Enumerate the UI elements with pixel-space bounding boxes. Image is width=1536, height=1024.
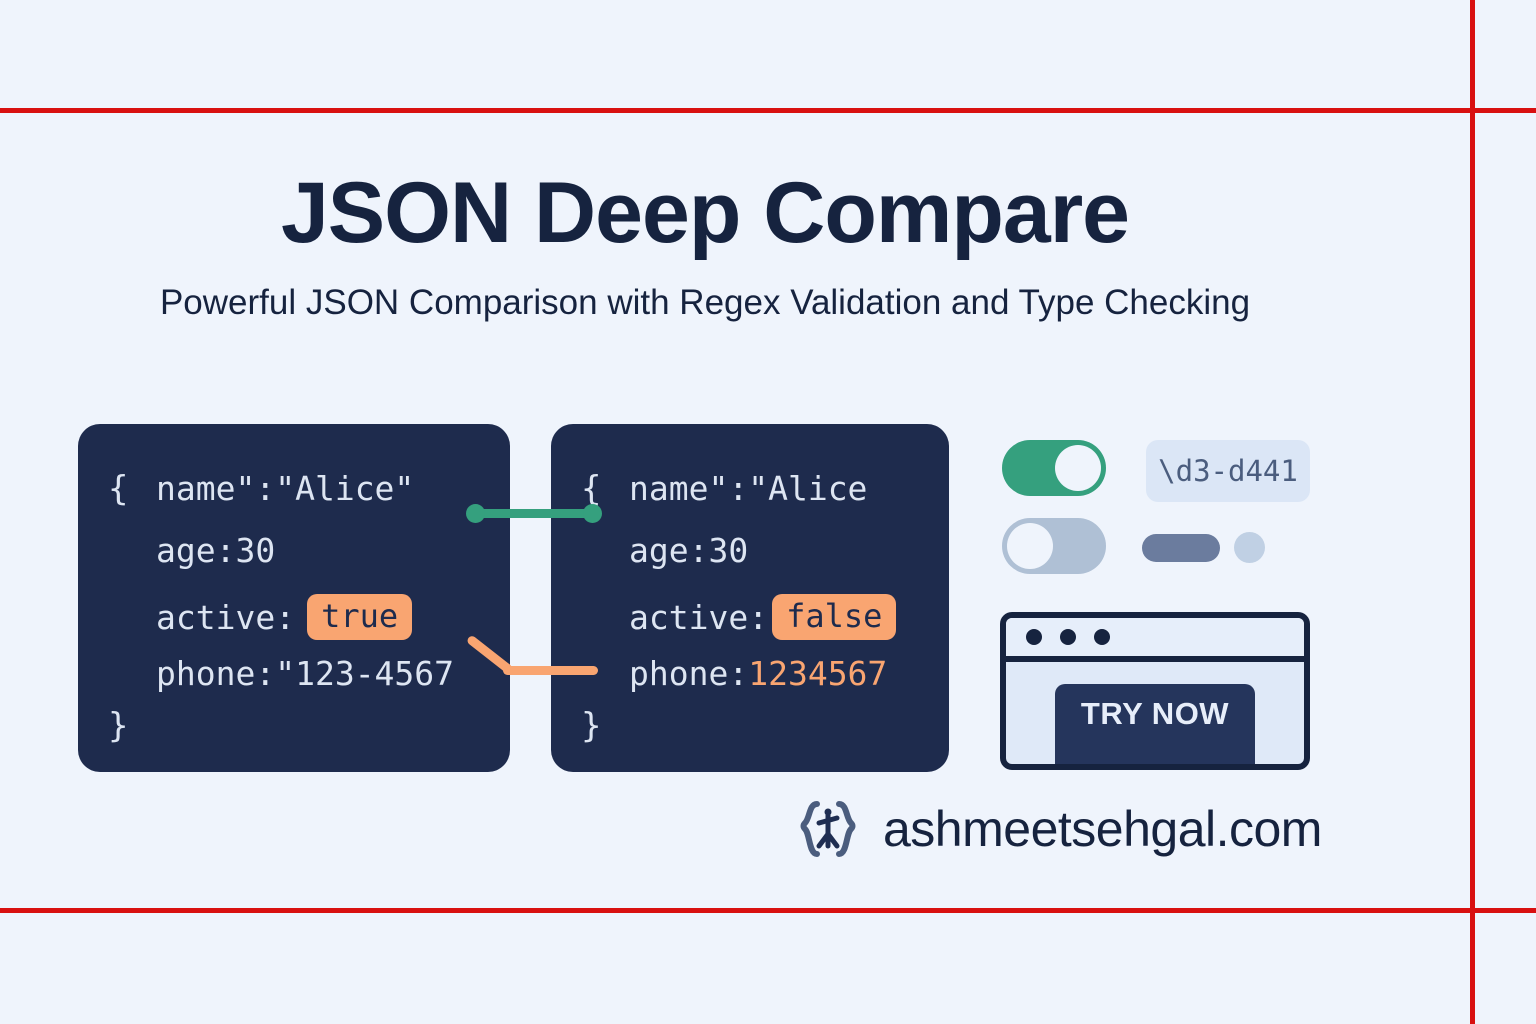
toggle-knob (1007, 523, 1053, 569)
json-value-age: 30 (235, 531, 276, 570)
browser-window-mockup: TRY NOW (1000, 612, 1310, 770)
json-key-name: name": (156, 469, 276, 508)
page-subtitle: Powerful JSON Comparison with Regex Vali… (159, 283, 1251, 322)
page-title: JSON Deep Compare (280, 165, 1130, 261)
toggle-knob (1055, 445, 1101, 491)
json-brace-open: { (108, 469, 129, 509)
json-row-active: active: false (629, 594, 897, 640)
browser-dot-icon (1026, 629, 1042, 645)
toggle-regex-validation[interactable] (1002, 440, 1106, 496)
json-value-phone: "123-4567 (275, 654, 455, 693)
json-key-name: name": (629, 469, 749, 508)
mismatch-connector-horizontal (503, 666, 598, 675)
json-value-active-badge: false (772, 594, 897, 640)
json-value-name: "Alice" (275, 469, 415, 508)
regex-pattern-badge: \d3-d441 (1146, 440, 1310, 502)
json-brace-close: } (108, 706, 129, 746)
json-key-age: age: (629, 531, 709, 570)
placeholder-pill (1142, 534, 1220, 562)
json-value-age: 30 (708, 531, 749, 570)
json-row-phone: phone: 1234567 (629, 657, 887, 690)
json-value-phone: 1234567 (748, 654, 888, 693)
json-row-name: name": "Alice (629, 472, 867, 505)
placeholder-dot (1234, 532, 1265, 563)
json-key-phone: phone: (629, 654, 749, 693)
json-key-phone: phone: (156, 654, 276, 693)
try-now-button[interactable]: TRY NOW (1054, 684, 1256, 764)
browser-dot-icon (1060, 629, 1076, 645)
brand-domain: ashmeetsehgal.com (883, 801, 1322, 857)
json-braces-logo-icon (795, 796, 861, 862)
json-key-active: active: (629, 597, 769, 637)
json-card-right: { name": "Alice age: 30 active: false ph… (551, 424, 949, 772)
json-brace-open: { (581, 469, 602, 509)
browser-content: TRY NOW (1006, 662, 1304, 764)
match-connector-dot-left (466, 504, 485, 523)
toggle-type-checking[interactable] (1002, 518, 1106, 574)
json-row-age: age: 30 (156, 534, 275, 567)
crop-guide-top (0, 108, 1536, 113)
match-connector-line (470, 509, 592, 518)
json-brace-close: } (581, 706, 602, 746)
json-key-active: active: (156, 597, 296, 637)
json-value-name: "Alice (748, 469, 868, 508)
json-row-phone: phone: "123-4567 (156, 657, 454, 690)
json-card-left: { name": "Alice" age: 30 active: true ph… (78, 424, 510, 772)
json-key-age: age: (156, 531, 236, 570)
match-connector-dot-right (583, 504, 602, 523)
json-row-active: active: true (156, 594, 413, 640)
json-row-age: age: 30 (629, 534, 748, 567)
browser-dot-icon (1094, 629, 1110, 645)
header: JSON Deep Compare Powerful JSON Comparis… (0, 170, 1410, 323)
brand-footer: ashmeetsehgal.com (795, 796, 1322, 862)
crop-guide-right (1470, 0, 1475, 1024)
crop-guide-bottom (0, 908, 1536, 913)
json-value-active-badge: true (307, 594, 413, 640)
json-row-name: name": "Alice" (156, 472, 414, 505)
browser-title-bar (1006, 618, 1304, 662)
